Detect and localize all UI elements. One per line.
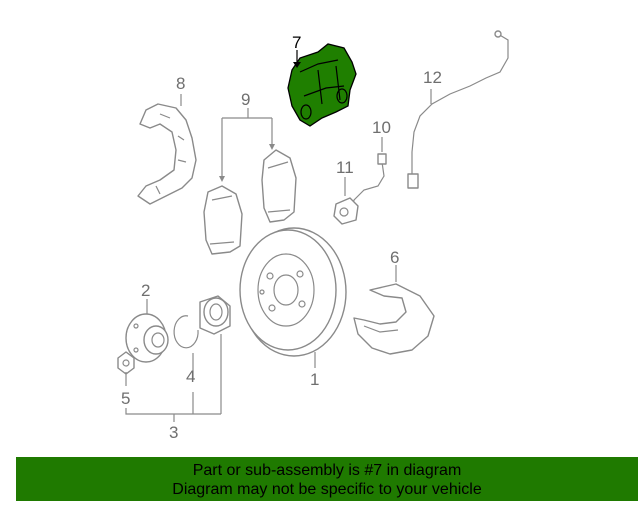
parts-diagram: 7 8 9 12 10 11: [117, 30, 509, 442]
callout-1: 1: [310, 370, 319, 389]
caliper-bracket-part-8: [137, 103, 197, 205]
callout-3: 3: [169, 423, 178, 442]
wheel-hub-part-2: [125, 313, 169, 363]
banner-line-1: Part or sub-assembly is #7 in diagram: [192, 462, 462, 479]
callout-11: 11: [336, 158, 354, 177]
hub-nut-part-5: [117, 351, 135, 375]
brake-pads-part-9: [203, 149, 297, 255]
callout-6: 6: [390, 248, 399, 267]
callout-4: 4: [186, 367, 195, 386]
info-banner: Part or sub-assembly is #7 in diagram Di…: [16, 457, 638, 501]
brake-caliper-part-7[interactable]: [287, 43, 357, 127]
wheel-bearing-part-3: [199, 295, 231, 335]
banner-line-2: Diagram may not be specific to your vehi…: [172, 481, 482, 498]
callout-7: 7: [292, 33, 301, 52]
callout-2: 2: [141, 281, 150, 300]
splash-shield-part-6: [353, 283, 435, 355]
callout-5: 5: [121, 389, 130, 408]
callout-9: 9: [241, 90, 250, 109]
callout-10: 10: [372, 118, 391, 137]
brake-rotor-part-1: [239, 227, 347, 357]
callout-12: 12: [423, 68, 442, 87]
wear-sensor-part-12: [407, 30, 509, 189]
callout-8: 8: [176, 74, 185, 93]
snap-ring-part-4: [173, 315, 199, 349]
sensor-connector-part-10: [351, 153, 387, 211]
abs-sensor-part-11: [333, 197, 359, 225]
